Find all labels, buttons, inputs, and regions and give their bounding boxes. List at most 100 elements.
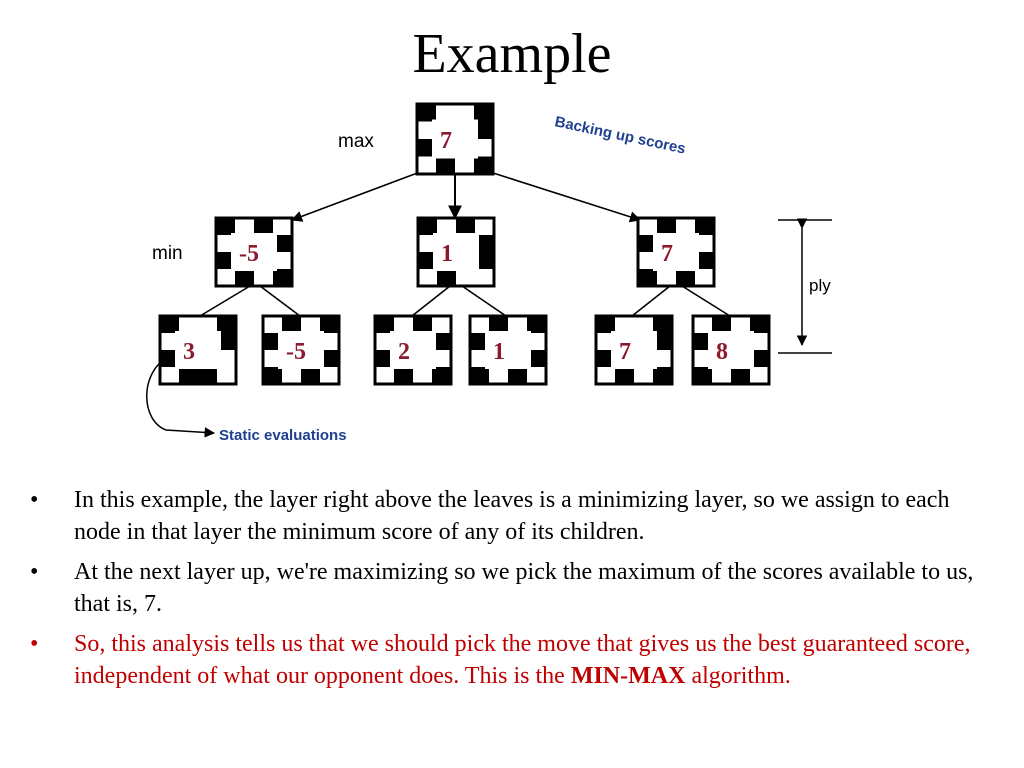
board-square bbox=[263, 367, 282, 384]
edge-root-min-3 bbox=[489, 171, 642, 223]
node-value: -5 bbox=[239, 241, 259, 267]
board-square bbox=[638, 235, 657, 252]
board-value-window bbox=[390, 331, 436, 369]
board-value-window bbox=[278, 331, 324, 369]
board-value-window bbox=[485, 331, 531, 369]
board-square bbox=[527, 316, 546, 333]
board-square bbox=[273, 269, 292, 286]
minmax-term: MIN-MAX bbox=[570, 663, 686, 689]
board-value-window bbox=[231, 233, 277, 271]
node-min-2: 1 bbox=[416, 216, 496, 288]
bullet-symbol: • bbox=[30, 631, 39, 657]
board-square bbox=[470, 333, 489, 350]
board-value-window bbox=[611, 331, 657, 369]
board-value-window bbox=[433, 233, 479, 271]
static-evaluations-annotation: Static evaluations bbox=[219, 427, 347, 444]
node-value: 7 bbox=[661, 241, 673, 267]
slide-title: Example bbox=[412, 23, 612, 85]
board-square bbox=[657, 218, 676, 235]
board-square bbox=[712, 316, 731, 333]
board-square bbox=[179, 367, 198, 384]
board-square bbox=[456, 218, 475, 235]
bullet-item-highlight: • So, this analysis tells us that we sho… bbox=[30, 628, 990, 692]
board-square bbox=[375, 316, 394, 333]
board-value-window bbox=[175, 331, 221, 369]
board-square bbox=[475, 252, 494, 269]
board-square bbox=[418, 252, 437, 269]
board-square bbox=[475, 235, 494, 252]
board-square bbox=[489, 316, 508, 333]
node-min-1: -5 bbox=[214, 216, 294, 288]
board-square bbox=[615, 367, 634, 384]
node-value: 2 bbox=[398, 339, 410, 365]
node-leaf-1: 3 bbox=[158, 314, 238, 386]
node-value: 1 bbox=[493, 339, 505, 365]
level-label-max: max bbox=[338, 131, 374, 152]
board-square bbox=[417, 139, 436, 157]
bullet-item: • In this example, the layer right above… bbox=[30, 484, 990, 548]
bullet-text: In this example, the layer right above t… bbox=[74, 487, 950, 545]
board-square bbox=[301, 367, 320, 384]
board-square bbox=[273, 235, 292, 252]
board-square bbox=[653, 333, 672, 350]
bullet-symbol: • bbox=[30, 559, 39, 585]
bullet-text: So, this analysis tells us that we shoul… bbox=[74, 631, 971, 689]
node-leaf-3: 2 bbox=[373, 314, 453, 386]
board-square bbox=[436, 156, 455, 174]
backing-up-scores-annotation: Backing up scores bbox=[553, 113, 687, 157]
board-square bbox=[217, 316, 236, 333]
board-square bbox=[263, 333, 282, 350]
board-square bbox=[216, 218, 235, 235]
board-square bbox=[474, 156, 493, 174]
board-square bbox=[413, 316, 432, 333]
board-square bbox=[160, 316, 179, 333]
node-value: 7 bbox=[440, 128, 452, 154]
board-square bbox=[693, 333, 712, 350]
bullet-text: At the next layer up, we're maximizing s… bbox=[74, 559, 974, 617]
node-leaf-2: -5 bbox=[261, 314, 341, 386]
board-square bbox=[695, 218, 714, 235]
board-square bbox=[653, 367, 672, 384]
board-square bbox=[596, 316, 615, 333]
edge-min-2-leaf-3 bbox=[411, 285, 451, 317]
board-square bbox=[750, 350, 769, 367]
node-leaf-4: 1 bbox=[468, 314, 548, 386]
board-square bbox=[693, 367, 712, 384]
board-square bbox=[470, 367, 489, 384]
node-leaf-6: 8 bbox=[691, 314, 771, 386]
level-label-min: min bbox=[152, 243, 183, 264]
board-value-window bbox=[432, 119, 478, 159]
edge-min-3-leaf-5 bbox=[631, 285, 671, 317]
board-square bbox=[375, 350, 394, 367]
board-square bbox=[160, 350, 179, 367]
bullet-text-tail: algorithm. bbox=[685, 663, 791, 689]
board-square bbox=[508, 367, 527, 384]
edge-min-2-leaf-4 bbox=[461, 285, 507, 317]
board-square bbox=[676, 269, 695, 286]
board-square bbox=[432, 367, 451, 384]
board-value-window bbox=[708, 331, 754, 369]
edge-root-min-1 bbox=[290, 171, 421, 222]
edge-min-1-leaf-2 bbox=[259, 285, 301, 317]
board-square bbox=[750, 316, 769, 333]
bullet-symbol: • bbox=[30, 487, 39, 513]
minmax-tree-diagram: 7 -5 1 7 3 -5 2 1 7 8 max min ply Backin… bbox=[146, 102, 832, 444]
board-square bbox=[216, 252, 235, 269]
board-square bbox=[432, 333, 451, 350]
board-square bbox=[394, 367, 413, 384]
board-square bbox=[638, 269, 657, 286]
bullet-item: • At the next layer up, we're maximizing… bbox=[30, 556, 990, 620]
node-value: 1 bbox=[441, 241, 453, 267]
static-evaluations-connector bbox=[146, 356, 216, 438]
edge-min-1-leaf-1 bbox=[199, 285, 251, 317]
board-value-window bbox=[653, 233, 699, 271]
node-root: 7 bbox=[415, 102, 495, 176]
board-square bbox=[254, 218, 273, 235]
edge-min-3-leaf-6 bbox=[681, 285, 731, 317]
board-square bbox=[320, 350, 339, 367]
board-square bbox=[474, 104, 493, 122]
board-square bbox=[198, 367, 217, 384]
board-square bbox=[527, 350, 546, 367]
board-square bbox=[418, 218, 437, 235]
board-square bbox=[282, 316, 301, 333]
